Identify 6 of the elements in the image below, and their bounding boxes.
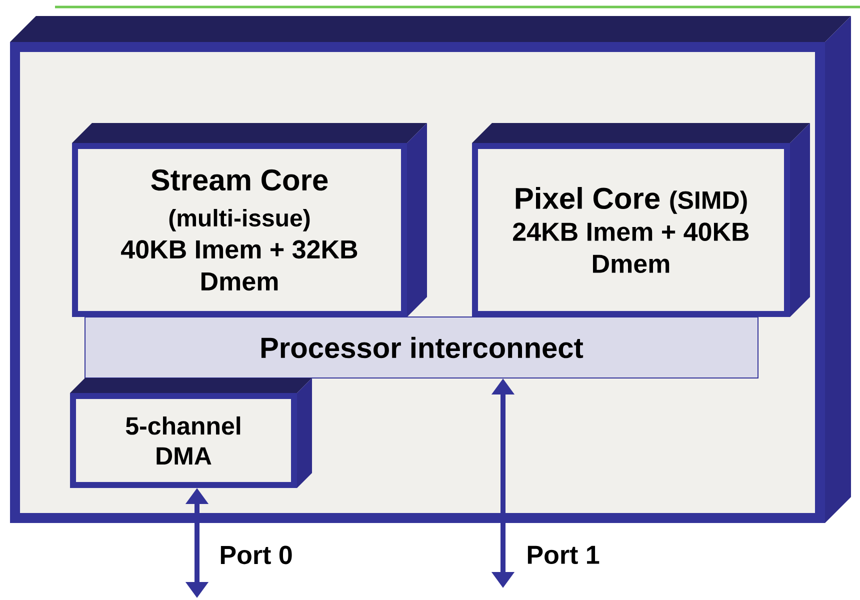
core-box: Pixel Core (SIMD) 24KB Imem + 40KB Dmem bbox=[472, 123, 810, 317]
interconnect-band: Processor interconnect bbox=[84, 316, 758, 378]
core-box: Stream Core (multi-issue) 40KB Imem + 32KB Dmem bbox=[72, 123, 427, 317]
dma-box: 5-channel DMA bbox=[70, 378, 312, 488]
edge-label: Port 0 bbox=[220, 546, 292, 564]
edge-label: Port 1 bbox=[528, 546, 600, 564]
